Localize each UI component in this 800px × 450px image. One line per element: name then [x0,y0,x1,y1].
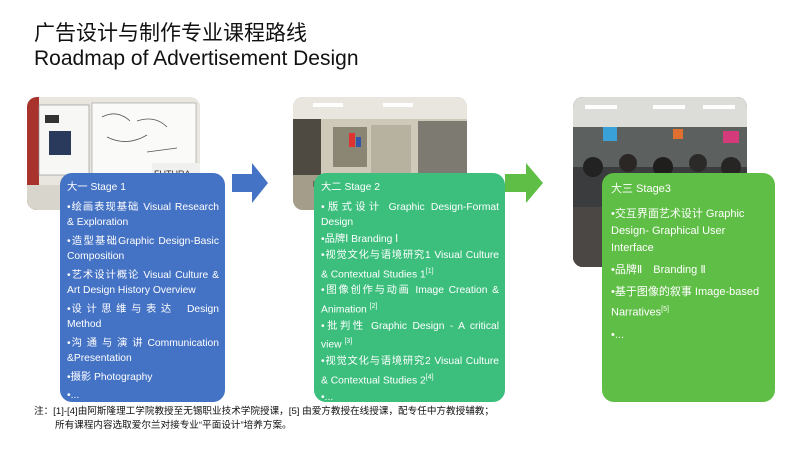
stage-heading: 大一 Stage 1 [67,182,126,193]
stage-1-card: 大一 Stage 1 •绘画表现基础 Visual Research & Exp… [60,173,225,402]
stage-heading: 大三 Stage3 [611,183,671,195]
right-arrow-icon [505,163,543,203]
course-item: •摄影 Photography [67,371,153,383]
footnote-line: 注：[1]-[4]由阿斯隆理工学院教授至无锡职业技术学院授课，[5] 由爱方教授… [34,406,494,417]
course-item: •图像创作与动画 Image Creation & Animation [2] [321,285,499,316]
course-item: •视觉文化与语境研究2 Visual Culture & Contextual … [321,356,499,387]
course-item: •品牌Ⅱ Branding Ⅱ [611,264,706,276]
course-item: •基于图像的叙事 Image-based Narratives[5] [611,286,760,319]
footnote: 注：[1]-[4]由阿斯隆理工学院教授至无锡职业技术学院授课，[5] 由爱方教授… [34,405,494,432]
course-item: •交互界面艺术设计 Graphic Design- Graphical User… [611,208,745,254]
reference-mark: [2] [369,302,378,310]
stage-2-card: 大二 Stage 2 •版式设计 Graphic Design-Format D… [314,173,505,403]
page-title-chinese: 广告设计与制作专业课程路线 [34,22,307,45]
course-item: •造型基础Graphic Design-Basic Composition [67,235,219,263]
reference-mark: [4] [425,373,434,381]
course-item: •... [321,391,334,403]
course-item: •设 计 思 维 与 表 达 Design Method [67,303,219,331]
course-item: •沟 通 与 演 讲 Communication &Presentation [67,337,219,365]
stage-3-card: 大三 Stage3 •交互界面艺术设计 Graphic Design- Grap… [602,173,775,402]
course-item: •品牌Ⅰ Branding Ⅰ [321,233,399,245]
reference-mark: [5] [661,306,669,313]
course-item: •艺术设计概论 Visual Culture & Art Design Hist… [67,269,219,297]
page-title-english: Roadmap of Advertisement Design [34,47,359,70]
footnote-line: 所有课程内容选取爱尔兰对接专业“平面设计”培养方案。 [55,419,292,431]
course-item: •... [611,328,625,341]
course-item: •... [67,390,80,401]
right-arrow-icon [232,163,268,203]
stage-heading: 大二 Stage 2 [321,182,380,193]
reference-mark: [1] [425,267,434,275]
reference-mark: [3] [344,338,353,346]
course-item: •绘画表现基础 Visual Research & Exploration [67,201,219,229]
course-item: •版式设计 Graphic Design-Format Design [321,201,499,229]
course-item: •视觉文化与语境研究1 Visual Culture & Contextual … [321,250,499,280]
course-item: •批判性 Graphic Design - A critical view [3… [321,320,499,351]
